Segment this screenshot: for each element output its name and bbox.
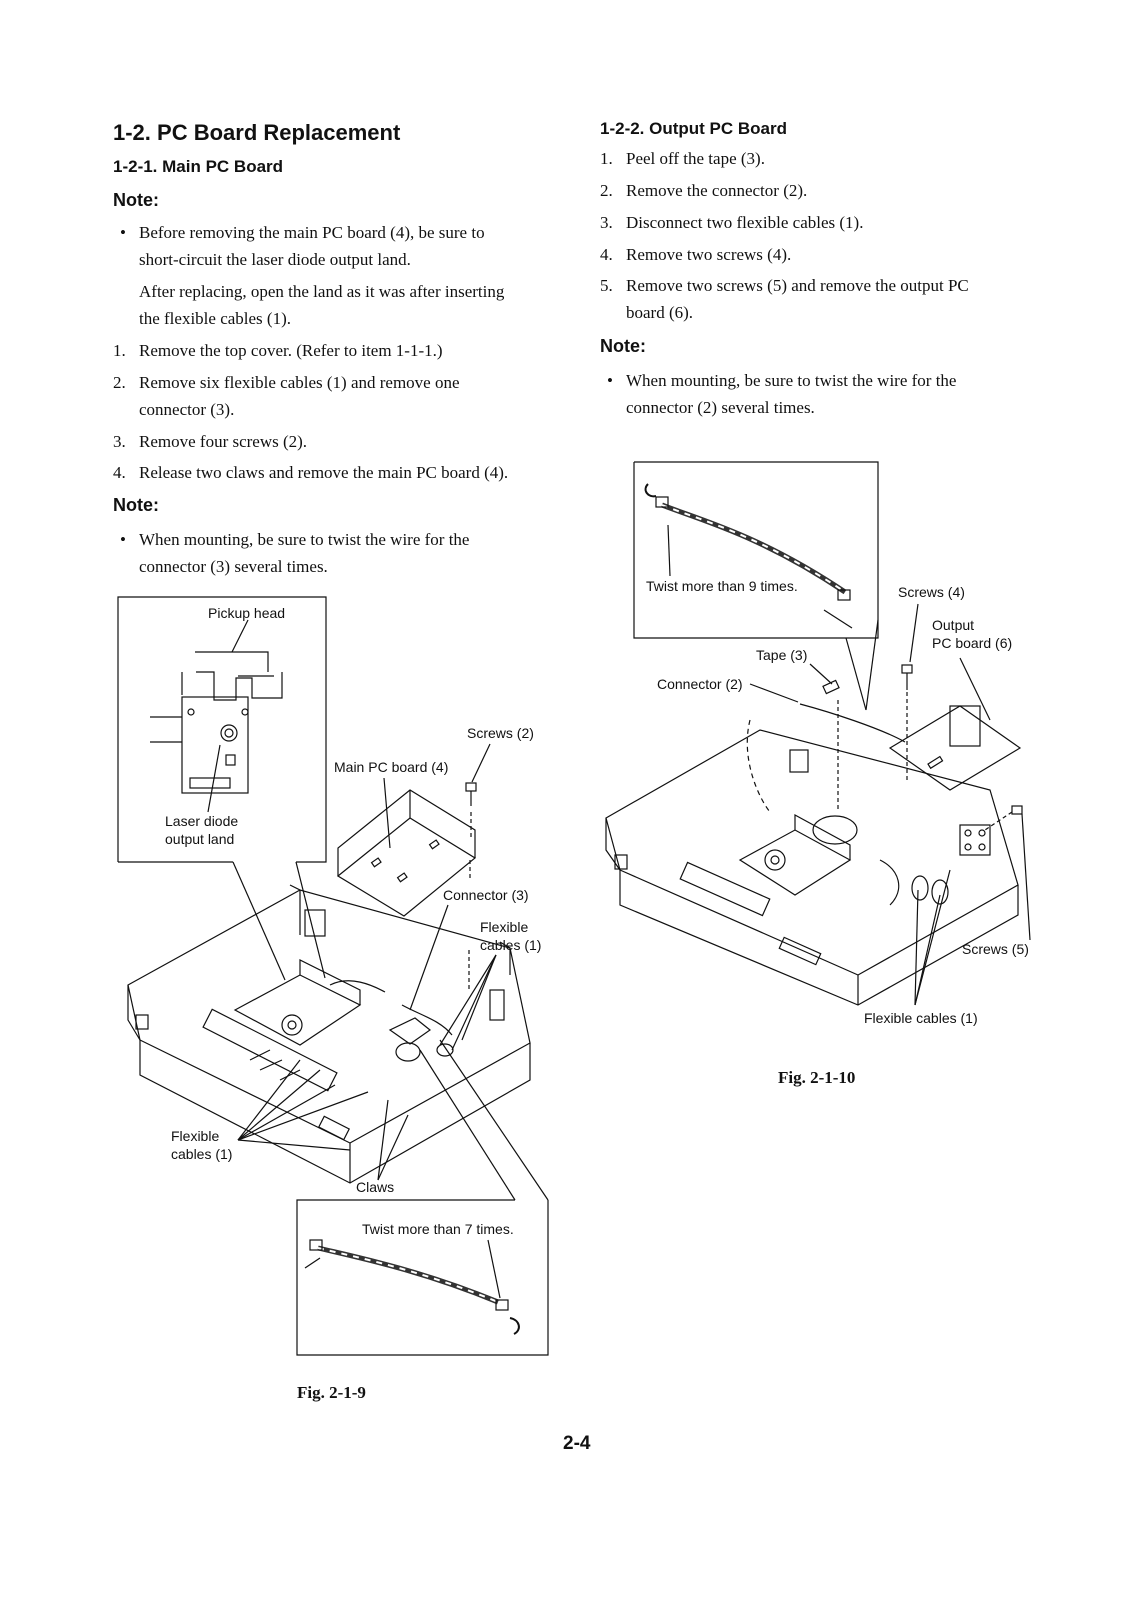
bullet-icon: • (607, 371, 613, 390)
label-connector-2: Connector (2) (657, 676, 743, 692)
note-heading: Note: (113, 190, 159, 210)
note-text: When mounting, be sure to twist the wire… (139, 530, 470, 549)
note-heading: Note: (113, 495, 159, 515)
step-item: 1.Peel off the tape (3). (600, 149, 765, 168)
figure-caption: Fig. 2-1-9 (297, 1383, 366, 1402)
step-item: 3.Remove four screws (2). (113, 432, 308, 451)
step-item: 2.Remove six flexible cables (1) and rem… (113, 373, 460, 419)
bullet-icon: • (120, 530, 126, 549)
step-item: 3.Disconnect two flexible cables (1). (600, 213, 864, 232)
bullet-icon: • (120, 223, 126, 242)
note-text: Before removing the main PC board (4), b… (139, 223, 485, 242)
section-title: 1-2. PC Board Replacement (113, 120, 401, 145)
subsection-title-main-pc-board: 1-2-1. Main PC Board (113, 157, 284, 176)
fig-2-1-10-drawing (605, 461, 1031, 1006)
step-item: 4.Release two claws and remove the main … (113, 463, 509, 482)
label-laser-diode: Laser diode (165, 813, 239, 829)
label-flexible-cables: cables (1) (480, 937, 542, 953)
note-text: short-circuit the laser diode output lan… (139, 250, 411, 269)
note-text: connector (2) several times. (626, 398, 815, 417)
fig-2-1-9-drawing (117, 596, 549, 1356)
note-text: connector (3) several times. (139, 557, 328, 576)
step-item: 1.Remove the top cover. (Refer to item 1… (113, 341, 443, 360)
label-flexible-cables: Flexible (171, 1128, 220, 1144)
label-main-pc-board: Main PC board (4) (334, 759, 449, 775)
page-number: 2-4 (563, 1433, 591, 1454)
label-claws: Claws (356, 1179, 395, 1195)
note-heading: Note: (600, 336, 646, 356)
label-connector-3: Connector (3) (443, 887, 529, 903)
label-flexible-cables: Flexible cables (1) (864, 1010, 978, 1026)
step-item: 4.Remove two screws (4). (600, 245, 792, 264)
step-item: 5.Remove two screws (5) and remove the o… (600, 276, 969, 322)
label-screws-5: Screws (5) (962, 941, 1029, 957)
label-flexible-cables: Flexible (480, 919, 529, 935)
label-flexible-cables: cables (1) (171, 1146, 233, 1162)
subsection-title-output-pc-board: 1-2-2. Output PC Board (600, 119, 788, 138)
note-text: When mounting, be sure to twist the wire… (626, 371, 957, 390)
label-twist-9: Twist more than 9 times. (646, 578, 798, 594)
label-output-pc-board: PC board (6) (932, 635, 1013, 651)
figure-caption: Fig. 2-1-10 (778, 1068, 856, 1087)
label-output-pc-board: Output (932, 617, 975, 633)
label-laser-diode: output land (165, 831, 235, 847)
step-item: 2.Remove the connector (2). (600, 181, 808, 200)
label-screws-4: Screws (4) (898, 584, 965, 600)
label-screws-2: Screws (2) (467, 725, 534, 741)
label-twist-7: Twist more than 7 times. (362, 1221, 514, 1237)
label-tape-3: Tape (3) (756, 647, 808, 663)
note-text: After replacing, open the land as it was… (139, 282, 505, 301)
note-text: the flexible cables (1). (139, 309, 291, 328)
label-pickup-head: Pickup head (208, 605, 286, 621)
